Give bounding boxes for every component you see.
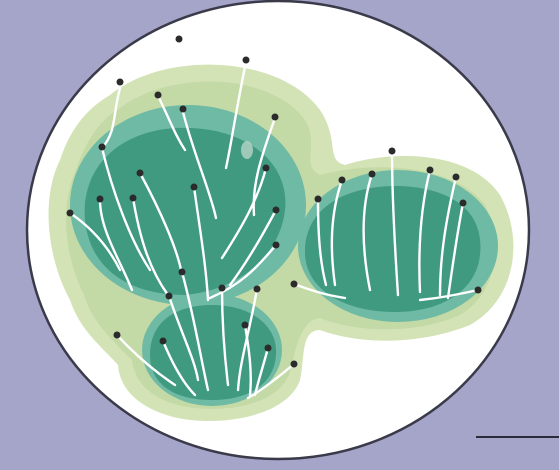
highlight	[241, 141, 253, 159]
cell-right	[298, 170, 498, 322]
cell-large	[70, 105, 306, 305]
